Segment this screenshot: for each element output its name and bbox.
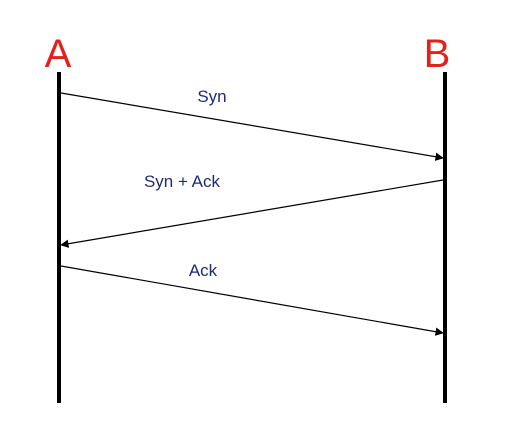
message-label-1: Syn (197, 87, 226, 106)
message-arrow-2 (60, 179, 444, 248)
message-arrow-3 (60, 265, 444, 336)
participant-b-label: B (424, 32, 451, 76)
message-label-2: Syn + Ack (144, 172, 221, 191)
message-label-3: Ack (189, 261, 218, 280)
participant-a-label: A (45, 32, 72, 76)
message-arrow-1 (60, 92, 444, 161)
